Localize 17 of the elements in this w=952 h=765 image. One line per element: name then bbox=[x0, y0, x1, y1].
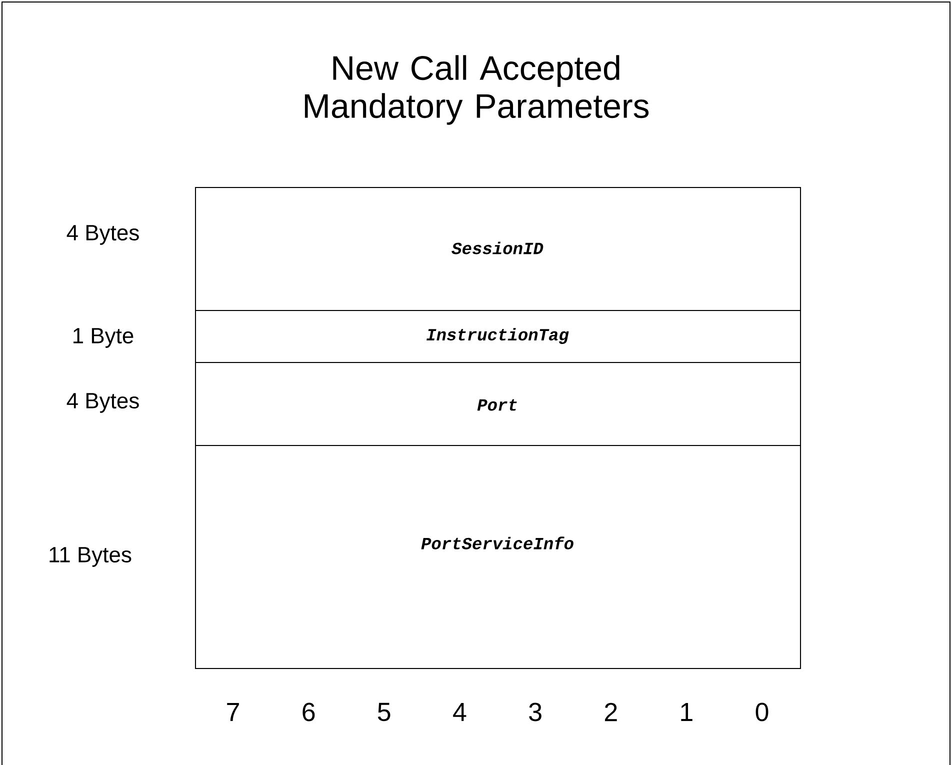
bit-number: 6 bbox=[302, 702, 315, 722]
field-row: Port bbox=[195, 362, 802, 446]
byte-size-label: 1 Byte bbox=[74, 328, 134, 348]
bit-number: 1 bbox=[681, 703, 692, 721]
title: New Call Accepted Mandatory Parameters bbox=[304, 55, 649, 125]
bit-number: 4 bbox=[453, 703, 466, 721]
field-row: PortServiceInfo bbox=[195, 445, 802, 669]
byte-size-label: 4 Bytes bbox=[66, 393, 139, 413]
field-row: InstructionTag bbox=[195, 310, 802, 363]
bit-number: 5 bbox=[378, 702, 390, 722]
bit-number: 0 bbox=[756, 702, 768, 722]
byte-size-label: 11 Bytes bbox=[50, 547, 132, 567]
byte-size-label: 4 Bytes bbox=[66, 225, 139, 245]
bit-number: 2 bbox=[604, 702, 617, 722]
bit-number: 3 bbox=[529, 702, 542, 722]
field-row: SessionID bbox=[195, 187, 802, 311]
bit-number: 7 bbox=[227, 703, 239, 721]
